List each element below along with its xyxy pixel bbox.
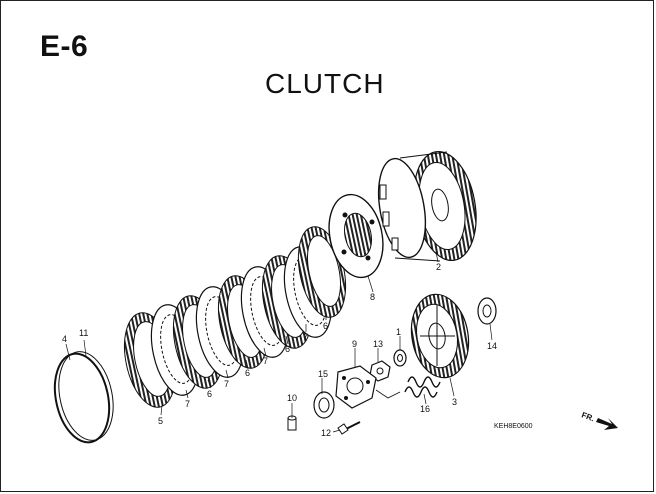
callout-1: 1 <box>396 327 401 337</box>
callout-3: 3 <box>452 397 457 407</box>
primary-drive-gear <box>410 293 470 379</box>
thrust-washer <box>393 349 407 367</box>
lifter-rod <box>287 415 297 431</box>
callout-6-a: 6 <box>207 389 212 399</box>
clutch-plate-stack <box>123 226 347 408</box>
front-arrow-icon <box>596 418 618 430</box>
front-label: FR. <box>580 410 595 423</box>
callout-7-a: 7 <box>185 399 190 409</box>
diagram-code: KEH8E0600 <box>494 423 533 430</box>
lifter-plate <box>335 365 377 409</box>
callout-5: 5 <box>158 416 163 426</box>
clutch-outer-housing <box>377 150 477 262</box>
lifter-bearing <box>313 391 335 419</box>
page-title: CLUTCH <box>265 68 385 99</box>
flange-bolt <box>337 421 361 435</box>
callout-8: 8 <box>370 292 375 302</box>
callout-7-c: 7 <box>263 356 268 366</box>
callout-7-d: 7 <box>303 332 308 342</box>
section-code: E-6 <box>40 30 89 63</box>
callout-9: 9 <box>352 339 357 349</box>
callout-15: 15 <box>318 369 328 379</box>
front-direction-marker: FR. <box>580 410 618 430</box>
leader-lines <box>65 251 493 433</box>
callout-4: 4 <box>62 334 67 344</box>
callout-6-d: 6 <box>323 321 328 331</box>
callout-10: 10 <box>287 393 297 403</box>
callout-14: 14 <box>487 341 497 351</box>
callout-7-b: 7 <box>224 379 229 389</box>
callout-16: 16 <box>420 404 430 414</box>
lock-washer <box>477 297 497 325</box>
clutch-center-plate <box>328 193 384 279</box>
callout-13: 13 <box>373 339 383 349</box>
clutch-spring <box>404 376 441 398</box>
wire-ring-part <box>53 351 114 444</box>
callout-11: 11 <box>79 328 88 338</box>
callout-12: 12 <box>321 428 331 438</box>
callout-labels: 4 11 5 7 6 7 6 7 6 7 6 8 2 3 1 13 9 15 1… <box>62 262 497 438</box>
callout-2: 2 <box>436 262 441 272</box>
lock-nut <box>369 360 391 382</box>
callout-6-c: 6 <box>285 344 290 354</box>
callout-6-b: 6 <box>245 368 250 378</box>
